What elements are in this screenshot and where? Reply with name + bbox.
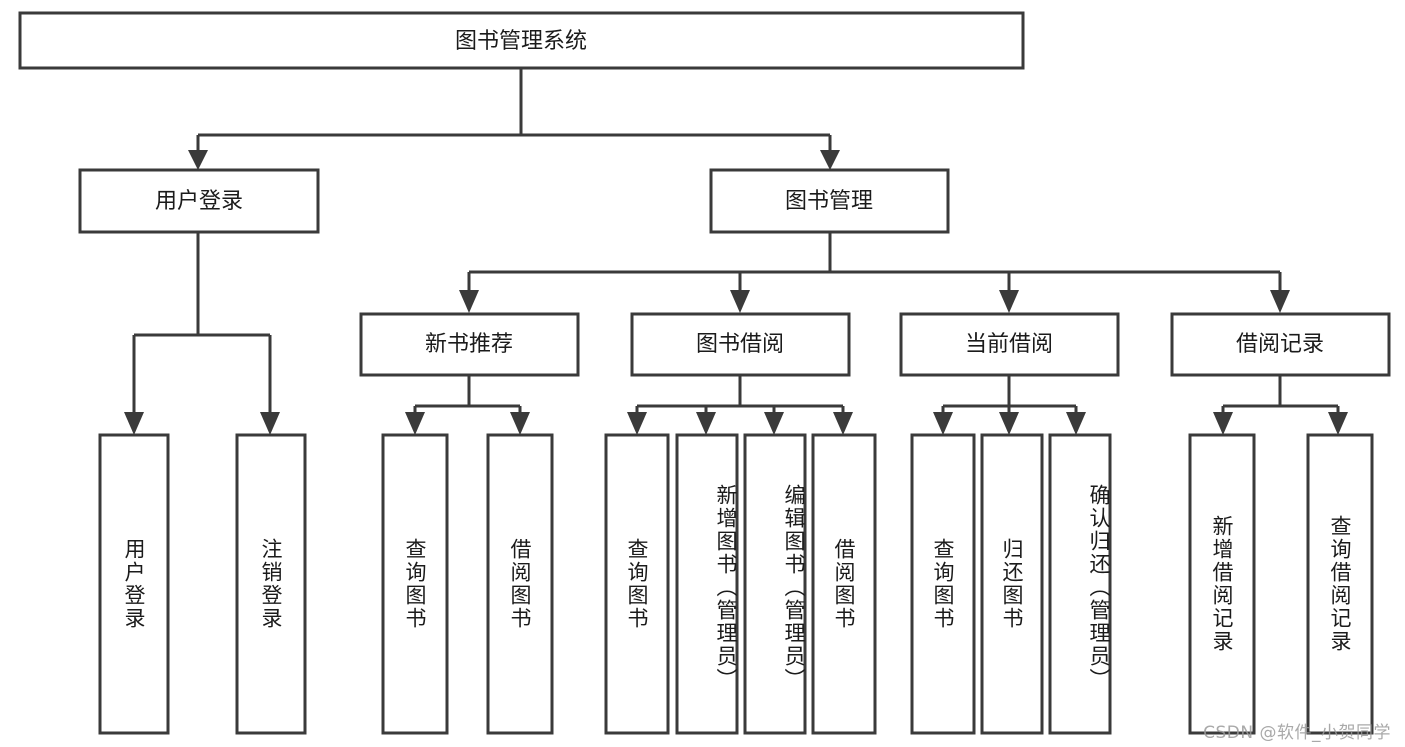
arrow-head-current-borrow bbox=[999, 290, 1019, 313]
node-current-borrow-rect[interactable] bbox=[899, 312, 1120, 377]
arrow-head-borrowrecord-leaf-2 bbox=[1328, 412, 1348, 435]
node-current-borrow[interactable]: 当前借阅 bbox=[899, 312, 1120, 377]
node-new-book-recommend-rect[interactable] bbox=[359, 312, 580, 377]
leaf-currentborrow-return-rect[interactable] bbox=[980, 433, 1044, 735]
node-user-login-rect[interactable] bbox=[78, 168, 320, 234]
node-book-borrow-label: 图书借阅 bbox=[696, 332, 784, 357]
leaf-group-book-borrow bbox=[604, 433, 877, 735]
node-book-management[interactable]: 图书管理 bbox=[709, 168, 950, 234]
arrow-head-currentborrow-leaf-3 bbox=[1066, 412, 1086, 435]
node-borrow-record[interactable]: 借阅记录 bbox=[1170, 312, 1391, 377]
leaf-currentborrow-confirm-rect[interactable] bbox=[1048, 433, 1112, 735]
watermark: CSDN @软件_小贺同学 bbox=[1203, 723, 1391, 743]
node-book-management-label: 图书管理 bbox=[785, 189, 873, 214]
node-current-borrow-label: 当前借阅 bbox=[965, 332, 1053, 357]
arrow-head-leaf-user-login bbox=[124, 412, 144, 435]
arrow-head-borrow-record bbox=[1270, 290, 1290, 313]
arrow-head-new-book bbox=[459, 290, 479, 313]
node-root-rect[interactable] bbox=[18, 11, 1025, 70]
leaf-logout-rect[interactable] bbox=[235, 433, 307, 735]
node-new-book-recommend[interactable]: 新书推荐 bbox=[359, 312, 580, 377]
connector-group-borrow-record bbox=[1213, 375, 1348, 435]
arrow-head-borrowrecord-leaf-1 bbox=[1213, 412, 1233, 435]
node-user-login[interactable]: 用户登录 bbox=[78, 168, 320, 234]
arrow-head-leaf-logout bbox=[260, 412, 280, 435]
arrow-head-currentborrow-leaf-2 bbox=[999, 412, 1019, 435]
leaf-borrowrecord-query-rect[interactable] bbox=[1306, 433, 1374, 735]
leaf-borrowrecord-add-rect[interactable] bbox=[1188, 433, 1256, 735]
node-root-label: 图书管理系统 bbox=[455, 29, 587, 54]
node-borrow-record-rect[interactable] bbox=[1170, 312, 1391, 377]
leaf-group-new-book-recommend bbox=[381, 433, 554, 735]
leaf-user-login-rect[interactable] bbox=[98, 433, 170, 735]
connector-group-new-book bbox=[405, 375, 530, 435]
connector-group-root bbox=[188, 68, 840, 170]
connector-group-current-borrow bbox=[933, 375, 1086, 435]
arrow-head-bookborrow-leaf-2 bbox=[696, 412, 716, 435]
leaf-group-current-borrow bbox=[910, 433, 1112, 735]
arrow-head-currentborrow-leaf-1 bbox=[933, 412, 953, 435]
arrow-head-bookborrow-leaf-1 bbox=[627, 412, 647, 435]
connector-group-bookmgmt bbox=[459, 232, 1290, 313]
arrow-head-newbook-leaf-2 bbox=[510, 412, 530, 435]
leaf-bookborrow-add-rect[interactable] bbox=[675, 433, 739, 735]
arrow-head-userlogin bbox=[188, 150, 208, 170]
node-root[interactable]: 图书管理系统 bbox=[18, 11, 1025, 70]
arrow-head-book-borrow bbox=[730, 290, 750, 313]
node-user-login-label: 用户登录 bbox=[155, 189, 243, 214]
leaf-currentborrow-query-rect[interactable] bbox=[910, 433, 976, 735]
leaf-group-borrow-record bbox=[1188, 433, 1374, 735]
arrow-head-bookborrow-leaf-3 bbox=[764, 412, 784, 435]
node-book-borrow-rect[interactable] bbox=[630, 312, 851, 377]
node-new-book-recommend-label: 新书推荐 bbox=[425, 332, 513, 357]
leaf-bookborrow-query-rect[interactable] bbox=[604, 433, 670, 735]
node-book-borrow[interactable]: 图书借阅 bbox=[630, 312, 851, 377]
connector-group-book-borrow bbox=[627, 375, 853, 435]
leaf-bookborrow-edit-rect[interactable] bbox=[743, 433, 807, 735]
node-borrow-record-label: 借阅记录 bbox=[1236, 332, 1324, 357]
connector-group-userlogin bbox=[124, 232, 280, 435]
leaf-bookborrow-borrow-rect[interactable] bbox=[811, 433, 877, 735]
arrow-head-newbook-leaf-1 bbox=[405, 412, 425, 435]
leaf-newbook-borrow-rect[interactable] bbox=[486, 433, 554, 735]
node-book-management-rect[interactable] bbox=[709, 168, 950, 234]
leaf-newbook-query-rect[interactable] bbox=[381, 433, 449, 735]
leaf-group-user-login bbox=[98, 433, 307, 735]
arrow-head-bookborrow-leaf-4 bbox=[833, 412, 853, 435]
arrow-head-bookmgmt bbox=[820, 150, 840, 170]
